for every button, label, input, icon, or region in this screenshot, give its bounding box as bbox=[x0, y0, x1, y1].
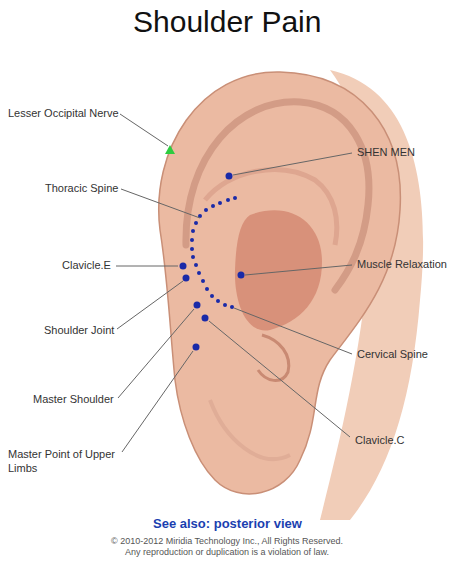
copyright: © 2010-2012 Miridia Technology Inc., All… bbox=[111, 536, 343, 547]
point-label: Clavicle.E bbox=[62, 258, 111, 272]
point-label: Clavicle.C bbox=[355, 433, 405, 447]
point-label: Thoracic Spine bbox=[45, 181, 118, 195]
lobe-shade bbox=[210, 400, 290, 459]
ear-outline bbox=[159, 72, 401, 494]
link-text: See also: posterior view bbox=[153, 517, 302, 531]
green-point bbox=[165, 145, 175, 154]
point-label: Muscle Relaxation bbox=[357, 257, 447, 271]
concha bbox=[235, 210, 322, 330]
point-label: Shoulder Joint bbox=[44, 323, 114, 337]
title: Shoulder Pain bbox=[133, 5, 321, 39]
point-label: Master Point of Upper Limbs bbox=[8, 447, 120, 475]
copyright: Any reproduction or duplication is a vio… bbox=[125, 547, 329, 558]
leader-lines bbox=[116, 114, 352, 452]
point-label: Cervical Spine bbox=[357, 347, 428, 361]
point-label: Master Shoulder bbox=[33, 392, 114, 406]
point-label: SHEN MEN bbox=[357, 145, 415, 159]
point-label: Lesser Occipital Nerve bbox=[8, 106, 119, 120]
spine-dots bbox=[190, 196, 237, 309]
